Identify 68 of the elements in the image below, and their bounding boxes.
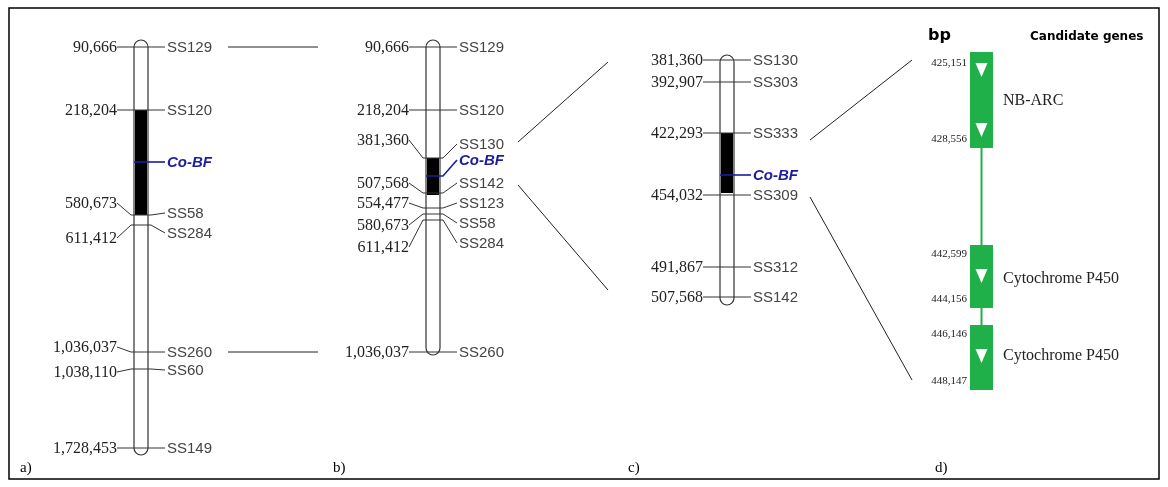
marker-name: SS149: [167, 439, 213, 457]
panel-label: c): [628, 458, 640, 476]
base-position: 425,151: [931, 55, 967, 70]
connector-line: [809, 59, 913, 141]
marker-name: SS120: [459, 101, 505, 119]
connector-line: [227, 351, 319, 353]
marker-name: SS312: [753, 258, 799, 276]
panel-label: a): [20, 458, 32, 476]
marker-name: SS129: [167, 38, 213, 56]
marker-position: 1,728,453: [53, 439, 117, 457]
marker-name: SS58: [459, 214, 496, 232]
locus-label: Co-BF: [753, 166, 798, 184]
marker-name: SS142: [459, 174, 505, 192]
marker-name: SS333: [753, 124, 799, 142]
base-position: 444,156: [931, 291, 967, 306]
marker-position: 611,412: [357, 238, 409, 256]
marker-name: SS309: [753, 186, 799, 204]
marker-name: SS129: [459, 38, 505, 56]
marker-position: 1,036,037: [53, 338, 117, 356]
marker-position: 422,293: [651, 124, 703, 142]
marker-name: SS284: [459, 234, 505, 252]
base-position: 442,599: [931, 246, 967, 261]
marker-position: 218,204: [357, 101, 409, 119]
marker-position: 507,568: [357, 174, 409, 192]
marker-position: 381,360: [357, 131, 409, 149]
marker-name: SS130: [753, 51, 799, 69]
marker-position: 218,204: [65, 101, 117, 119]
marker-name: SS60: [167, 361, 204, 379]
marker-position: 1,036,037: [345, 343, 409, 361]
marker-position: 491,867: [651, 258, 703, 276]
connector-line: [809, 196, 913, 381]
marker-name: SS123: [459, 194, 505, 212]
marker-position: 90,666: [73, 38, 117, 56]
marker-position: 392,907: [651, 73, 703, 91]
marker-position: 580,673: [65, 194, 117, 212]
connector-line: [227, 46, 319, 48]
marker-name: SS58: [167, 204, 204, 222]
panel-label: d): [935, 458, 948, 476]
marker-name: SS130: [459, 135, 505, 153]
locus-label: Co-BF: [459, 151, 504, 169]
connector-line: [517, 61, 609, 143]
marker-name: SS120: [167, 101, 213, 119]
marker-name: SS284: [167, 224, 213, 242]
marker-position: 1,038,110: [53, 363, 117, 381]
column-heading: bp: [928, 26, 951, 44]
base-position: 448,147: [931, 373, 967, 388]
connector-line: [517, 184, 609, 291]
panel-label: b): [333, 458, 346, 476]
marker-position: 90,666: [365, 38, 409, 56]
marker-name: SS142: [753, 288, 799, 306]
marker-position: 580,673: [357, 216, 409, 234]
marker-position: 554,477: [357, 194, 409, 212]
gene-name: Cytochrome P450: [1003, 346, 1119, 364]
marker-name: SS260: [167, 343, 213, 361]
marker-position: 507,568: [651, 288, 703, 306]
marker-name: SS260: [459, 343, 505, 361]
connector-line: [980, 147, 983, 246]
locus-label: Co-BF: [167, 153, 212, 171]
gene-name: Cytochrome P450: [1003, 269, 1119, 287]
marker-name: SS303: [753, 73, 799, 91]
marker-position: 454,032: [651, 186, 703, 204]
marker-position: 381,360: [651, 51, 703, 69]
gene-name: NB-ARC: [1003, 91, 1064, 109]
base-position: 428,556: [931, 131, 967, 146]
base-position: 446,146: [931, 326, 967, 341]
connector-line: [980, 307, 983, 326]
column-heading: Candidate genes: [1030, 28, 1144, 45]
marker-position: 611,412: [65, 229, 117, 247]
